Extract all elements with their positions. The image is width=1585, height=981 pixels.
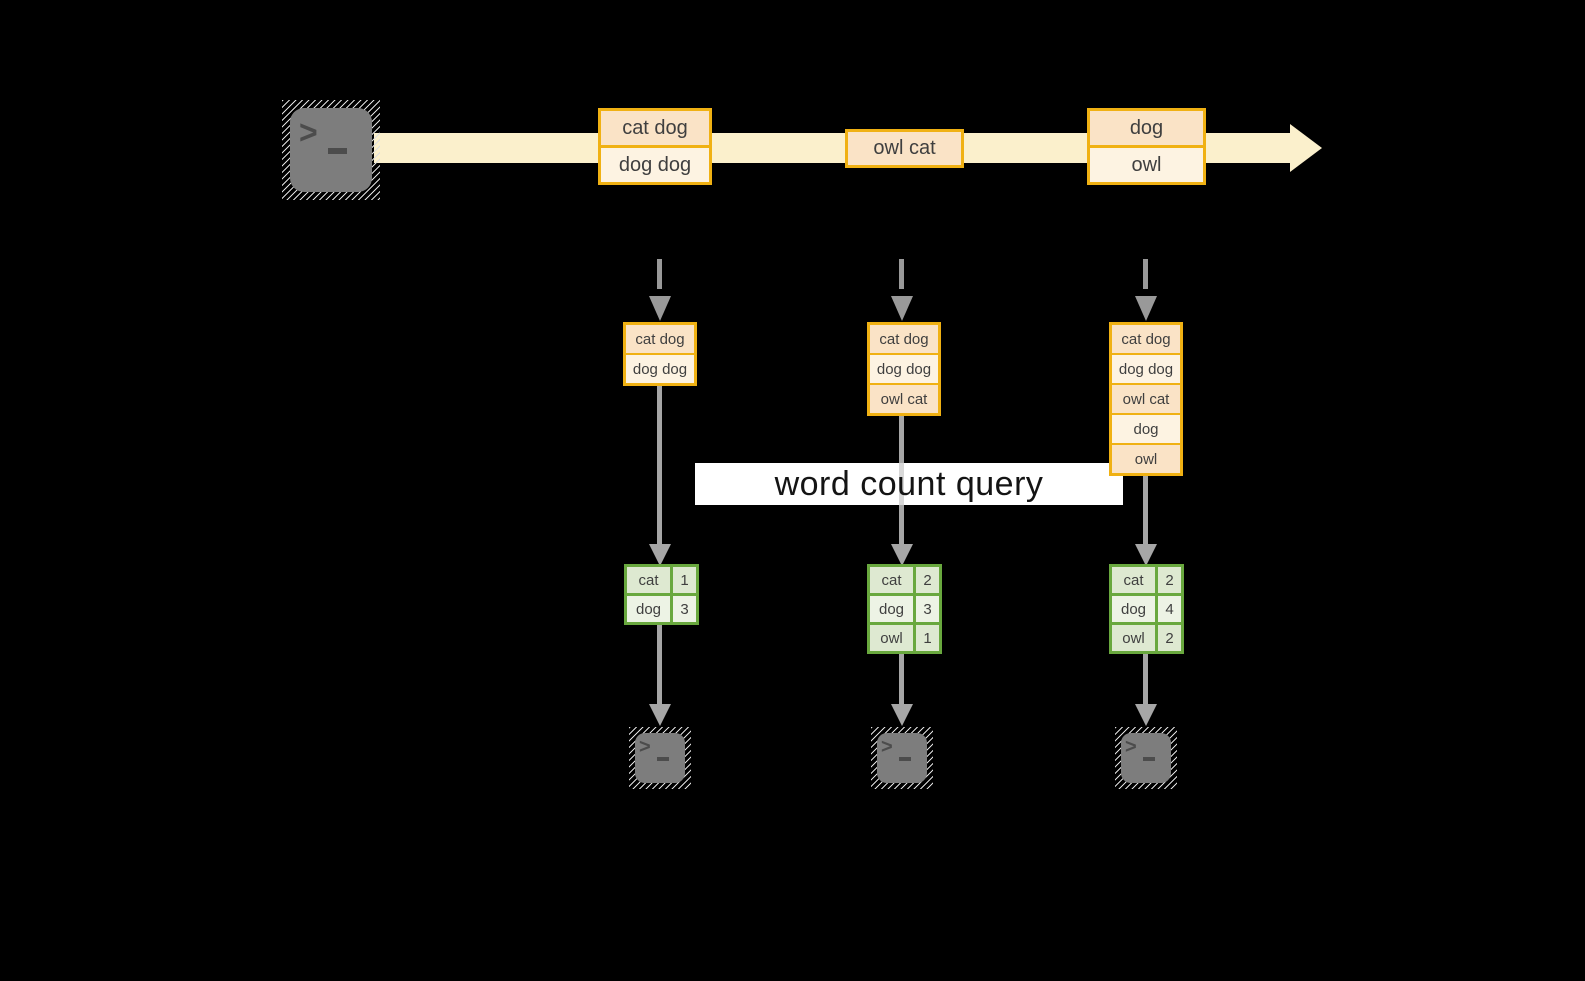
terminal-cursor-icon: [1143, 757, 1155, 761]
arrow-head-icon: [1135, 704, 1157, 726]
stream-record: owl cat: [848, 132, 961, 165]
word-cell: dog: [627, 596, 673, 622]
count-cell: 2: [1158, 567, 1181, 593]
terminal-prompt-icon: >: [639, 736, 651, 758]
word-cell: cat: [870, 567, 916, 593]
count-cell: 3: [916, 596, 939, 622]
count-cell: 1: [673, 567, 696, 593]
record-buffer-3: cat dog dog dog owl cat dog owl: [1109, 322, 1183, 476]
table-row: dog 4: [1112, 593, 1181, 622]
stream-record: cat dog: [601, 111, 709, 145]
word-cell: dog: [1112, 596, 1158, 622]
table-row: cat 1: [627, 567, 696, 593]
buffer-row: cat dog: [870, 325, 938, 353]
connector-line: [657, 386, 662, 545]
dashed-arrow-icon: [899, 259, 904, 289]
terminal-cursor-icon: [899, 757, 911, 761]
stream-record: dog dog: [601, 145, 709, 182]
stream-arrow-head-icon: [1290, 124, 1322, 172]
terminal-prompt-icon: >: [299, 113, 318, 151]
connector-line: [1143, 476, 1148, 545]
table-row: owl 1: [870, 622, 939, 651]
word-cell: cat: [1112, 567, 1158, 593]
count-cell: 4: [1158, 596, 1181, 622]
query-banner-label: word count query: [774, 464, 1044, 503]
table-row: cat 2: [1112, 567, 1181, 593]
buffer-row: cat dog: [1112, 325, 1180, 353]
buffer-row: dog: [1112, 413, 1180, 443]
arrow-head-icon: [891, 704, 913, 726]
arrow-head-icon: [649, 544, 671, 566]
dashed-arrow-icon: [1143, 259, 1148, 289]
stream-record: dog: [1090, 111, 1203, 145]
output-terminal-icon: >: [1115, 727, 1177, 789]
arrow-head-icon: [1135, 544, 1157, 566]
buffer-row: dog dog: [870, 353, 938, 383]
buffer-row: owl cat: [1112, 383, 1180, 413]
word-cell: cat: [627, 567, 673, 593]
table-row: dog 3: [627, 593, 696, 622]
arrow-head-icon: [891, 544, 913, 566]
buffer-row: cat dog: [626, 325, 694, 353]
terminal-prompt-icon: >: [1125, 736, 1137, 758]
word-cell: owl: [1112, 625, 1158, 651]
stream-record-group-2: owl cat: [845, 129, 964, 168]
table-row: dog 3: [870, 593, 939, 622]
connector-line: [1143, 654, 1148, 705]
connector-line: [657, 625, 662, 705]
buffer-row: owl: [1112, 443, 1180, 473]
terminal-cursor-icon: [657, 757, 669, 761]
dashed-arrow-icon: [657, 259, 662, 289]
dashed-arrow-head-icon: [1135, 296, 1157, 321]
arrow-head-icon: [649, 704, 671, 726]
dashed-arrow-head-icon: [649, 296, 671, 321]
output-terminal-icon: >: [871, 727, 933, 789]
count-table-3: cat 2 dog 4 owl 2: [1109, 564, 1184, 654]
count-cell: 3: [673, 596, 696, 622]
count-cell: 1: [916, 625, 939, 651]
table-row: cat 2: [870, 567, 939, 593]
source-terminal-icon: >: [282, 100, 380, 200]
buffer-row: dog dog: [1112, 353, 1180, 383]
connector-line: [899, 654, 904, 705]
table-row: owl 2: [1112, 622, 1181, 651]
terminal-cursor-icon: [328, 148, 347, 154]
connector-line-through-banner: [899, 463, 904, 505]
word-cell: owl: [870, 625, 916, 651]
dashed-arrow-head-icon: [891, 296, 913, 321]
stream-record-group-3: dog owl: [1087, 108, 1206, 185]
terminal-prompt-icon: >: [881, 736, 893, 758]
stream-record-group-1: cat dog dog dog: [598, 108, 712, 185]
count-table-1: cat 1 dog 3: [624, 564, 699, 625]
count-cell: 2: [1158, 625, 1181, 651]
buffer-row: dog dog: [626, 353, 694, 383]
record-buffer-1: cat dog dog dog: [623, 322, 697, 386]
count-cell: 2: [916, 567, 939, 593]
stream-record: owl: [1090, 145, 1203, 182]
output-terminal-icon: >: [629, 727, 691, 789]
query-banner: word count query: [695, 463, 1123, 505]
word-cell: dog: [870, 596, 916, 622]
record-buffer-2: cat dog dog dog owl cat: [867, 322, 941, 416]
count-table-2: cat 2 dog 3 owl 1: [867, 564, 942, 654]
buffer-row: owl cat: [870, 383, 938, 413]
